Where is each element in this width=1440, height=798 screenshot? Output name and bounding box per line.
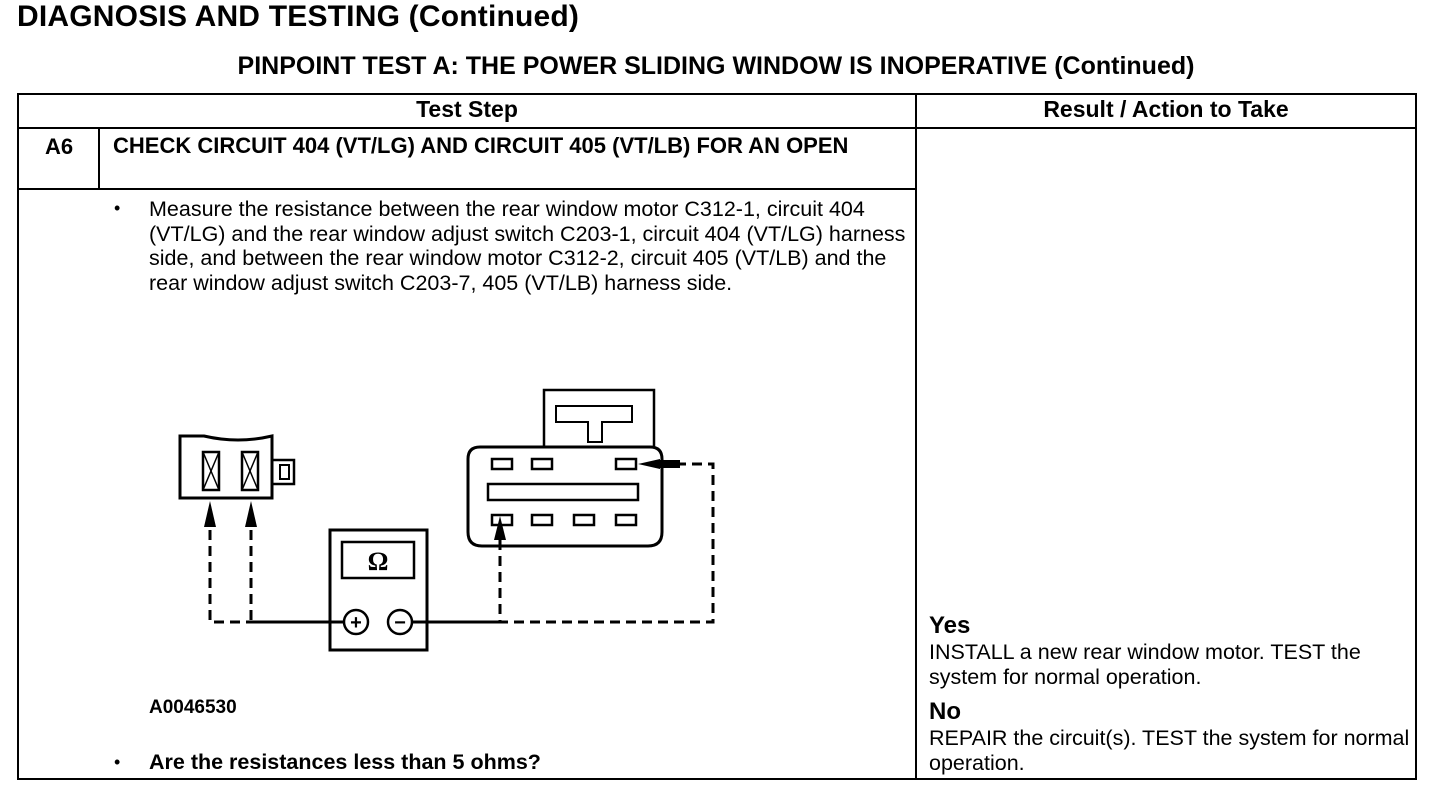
ohm-symbol: Ω [368,547,389,576]
result-yes-label: Yes [929,612,971,639]
bullet: • [114,752,121,772]
result-no-label: No [929,698,961,725]
column-divider [915,93,917,780]
bullet: • [114,198,121,218]
test-step-header: Test Step [416,96,518,122]
header-row-divider [17,127,1417,129]
step-question: Are the resistances less than 5 ohms? [149,750,541,774]
step-id-divider [98,127,100,190]
dashed-leads [208,462,715,624]
result-no-action: REPAIR the circuit(s). TEST the system f… [929,726,1410,775]
motor-connector [178,434,296,500]
figure-id: A0046530 [149,697,237,718]
step-instruction: Measure the resistance between the rear … [149,197,906,295]
plus-terminal: + [350,612,362,634]
test-table [17,93,1417,780]
section-title: DIAGNOSIS AND TESTING (Continued) [17,0,580,33]
pinpoint-test-title: PINPOINT TEST A: THE POWER SLIDING WINDO… [237,52,1195,80]
resistance-measurement-diagram: Ω + − [178,388,715,652]
result-yes-action: INSTALL a new rear window motor. TEST th… [929,640,1361,689]
step-title: CHECK CIRCUIT 404 (VT/LG) AND CIRCUIT 40… [113,133,849,158]
switch-connector [466,388,664,548]
step-title-divider [17,188,917,190]
minus-terminal: − [394,612,406,634]
result-action-header: Result / Action to Take [1043,96,1289,122]
step-id: A6 [44,134,74,159]
